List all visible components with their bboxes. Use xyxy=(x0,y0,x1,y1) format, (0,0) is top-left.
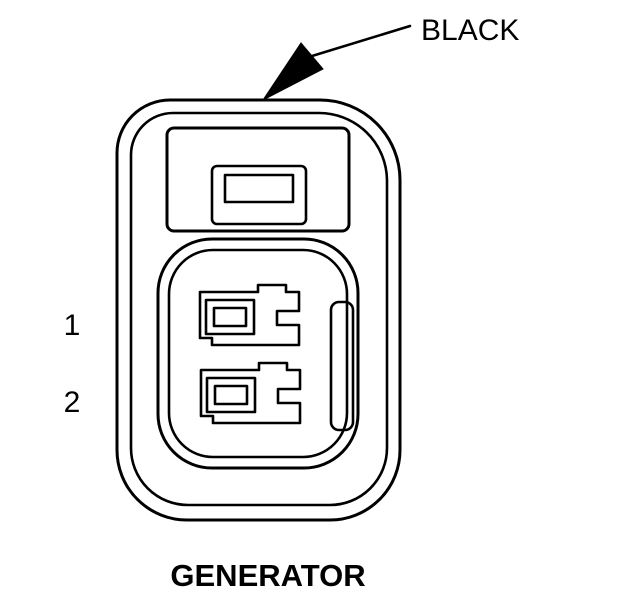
latch-tab-outline xyxy=(165,126,351,233)
mating-face-outer xyxy=(156,237,360,470)
connector-outer-outline xyxy=(115,98,402,522)
connector-inner-outline xyxy=(129,111,389,507)
terminal-2 xyxy=(199,361,302,425)
caption-generator: GENERATOR xyxy=(170,558,365,593)
terminal-1-cavity-inner xyxy=(212,306,248,328)
pin-label-1: 1 xyxy=(64,309,81,342)
mating-face-inner xyxy=(167,248,349,459)
callout-label: BLACK xyxy=(421,14,519,47)
keying-rib xyxy=(329,300,355,432)
terminal-1-cavity-outer xyxy=(204,298,256,336)
pin-label-2: 2 xyxy=(64,386,81,419)
terminal-1 xyxy=(198,283,301,347)
callout-line xyxy=(310,24,412,58)
callout-arrowhead-icon xyxy=(261,42,324,102)
terminal-2-cavity-outer xyxy=(205,376,257,414)
terminal-1-outline xyxy=(198,283,301,347)
terminal-2-cavity-inner xyxy=(213,384,249,406)
terminal-2-outline xyxy=(199,361,302,425)
latch-clip-inner xyxy=(223,173,295,204)
latch-clip-outer xyxy=(210,164,308,226)
